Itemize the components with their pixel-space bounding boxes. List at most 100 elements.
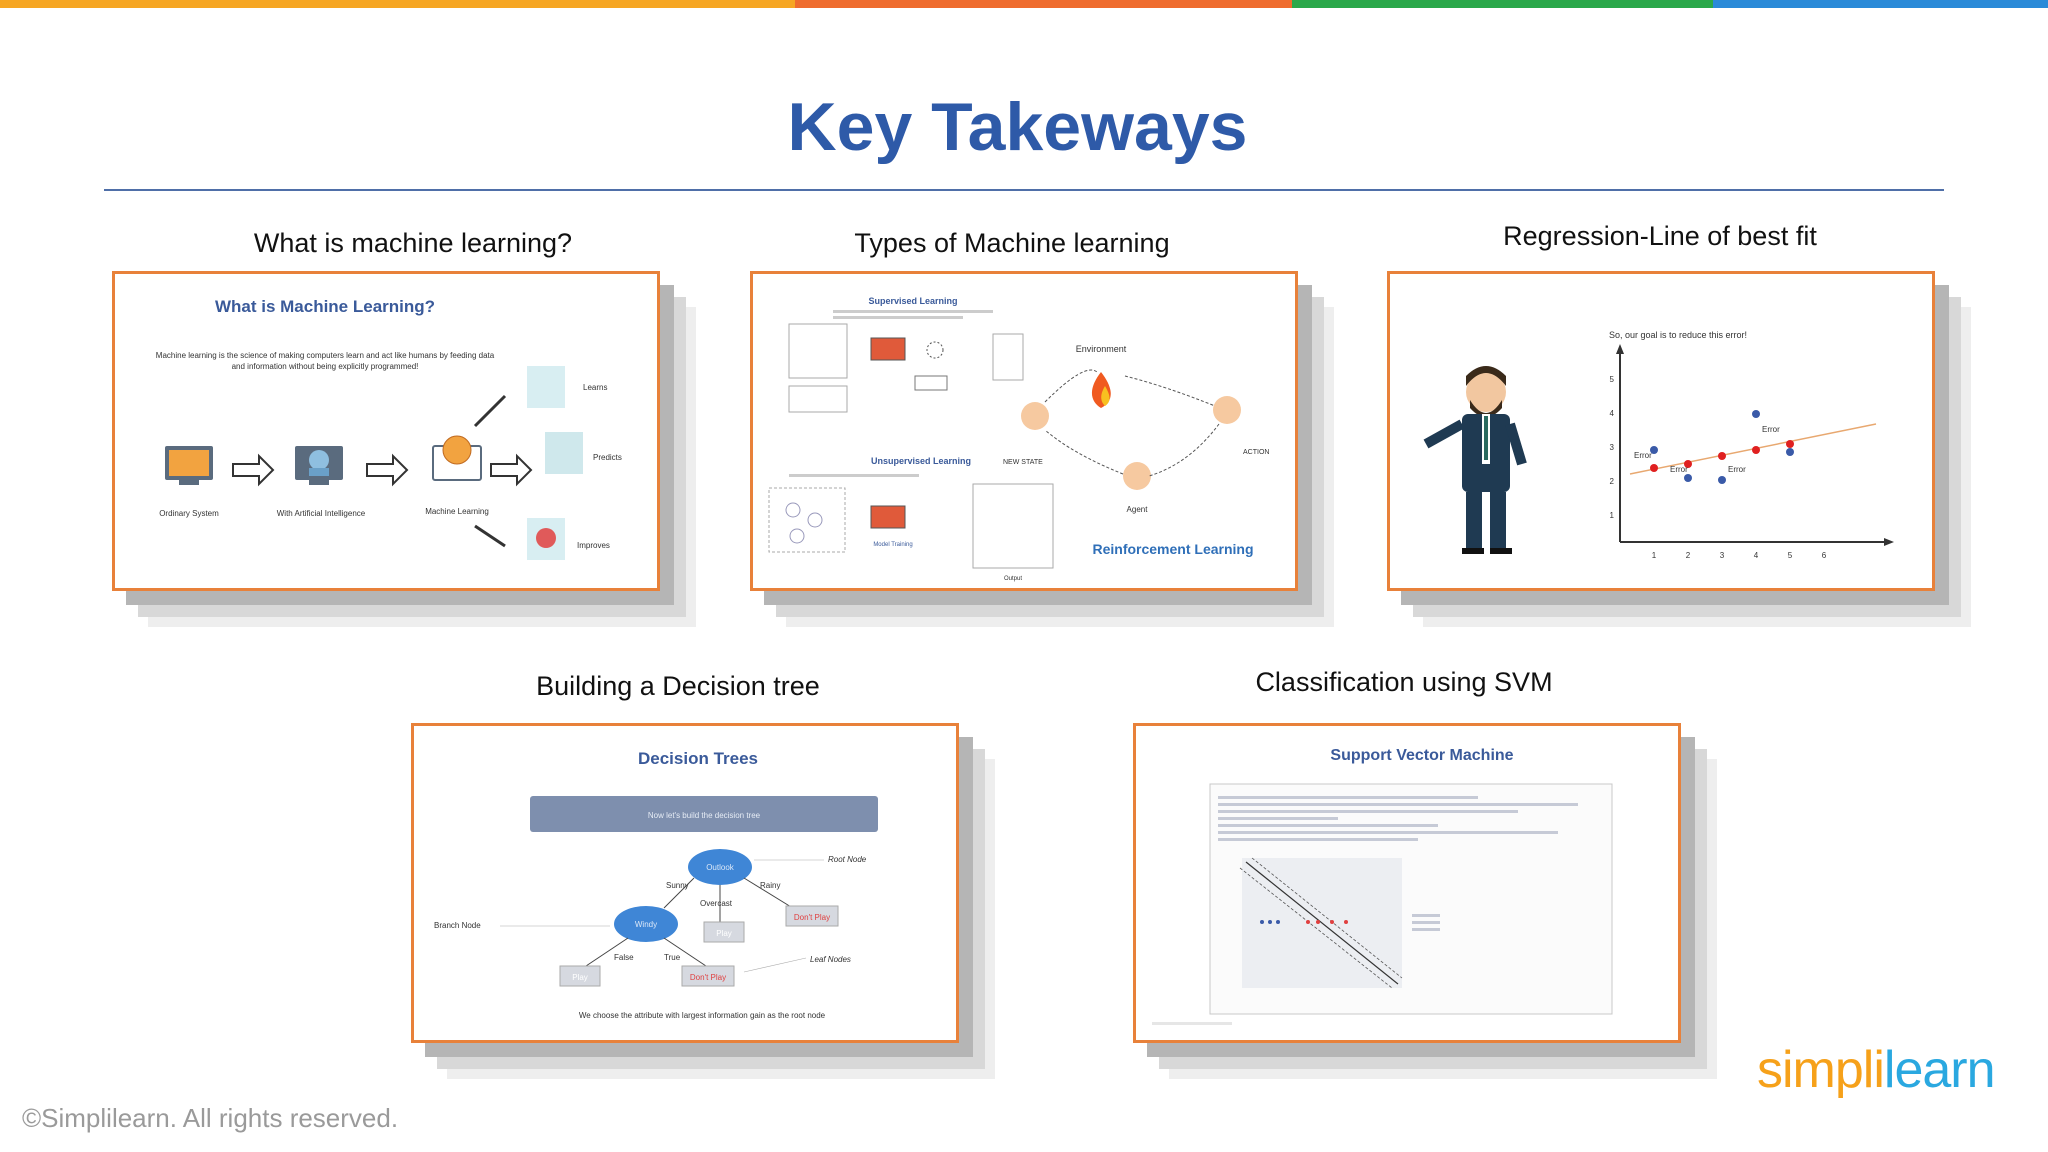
output-box [972, 483, 1054, 569]
svg-text:True: True [664, 953, 681, 962]
svg-text:Sunny: Sunny [666, 881, 689, 890]
dont-play-leaf [681, 965, 735, 987]
top-bar-segment-blue [1713, 0, 2048, 8]
svg-text:5: 5 [1610, 375, 1615, 384]
leaf-nodes-label: Leaf Nodes [810, 955, 851, 964]
outcome-predicts: Predicts [593, 453, 622, 462]
svg-text:Don't Play: Don't Play [794, 913, 830, 922]
logo-part-learn: learn [1883, 1041, 1996, 1099]
simplilearn-logo: simplilearn [1757, 1040, 1996, 1100]
error-label: Error [1762, 425, 1780, 434]
outcome-improves: Improves [577, 541, 610, 550]
laptop-icon [870, 505, 906, 529]
error-label: Error [1634, 451, 1652, 460]
unlabeled-data-box [768, 487, 846, 553]
arrow-icon [232, 453, 275, 487]
page-title: Key Takeways [787, 89, 1248, 165]
action-label: ACTION [1243, 449, 1269, 456]
decision-tree-heading: Decision Trees [638, 749, 758, 768]
outcome-learns: Learns [583, 383, 607, 392]
margin-line [1251, 857, 1403, 979]
ml-slide-desc-2: and information without being explicitly… [232, 362, 419, 371]
ml-slide-illustration: What is Machine Learning? Machine learni… [156, 297, 622, 560]
step-ml: Machine Learning [425, 507, 489, 516]
decision-tree-caption: We choose the attribute with largest inf… [579, 1011, 826, 1020]
model-training-label: Model Training [873, 542, 912, 548]
brain-icon [432, 435, 482, 481]
svg-text:Don't Play: Don't Play [690, 973, 726, 982]
y-ticks: 1 2 3 4 5 [1610, 375, 1615, 520]
svg-text:Outlook: Outlook [706, 863, 735, 872]
play-leaf [703, 921, 745, 943]
svm-heading: Support Vector Machine [1330, 747, 1513, 764]
ai-robot-icon [295, 446, 343, 485]
svg-text:1: 1 [1610, 511, 1615, 520]
step-ordinary: Ordinary System [159, 509, 219, 518]
logo-part-i: i [1873, 1041, 1885, 1099]
slide-thumbnail-types[interactable]: Supervised Learning Environment ACTION N… [750, 271, 1298, 591]
regression-caption: So, our goal is to reduce this error! [1609, 330, 1747, 340]
branch-node-label: Branch Node [434, 921, 481, 930]
predicts-icon [545, 432, 583, 474]
baby-icon [1021, 402, 1049, 430]
slide-thumbnail-ml[interactable]: What is Machine Learning? Machine learni… [112, 271, 660, 591]
banner [530, 796, 878, 832]
output-label: Output [1004, 576, 1022, 582]
svg-text:2: 2 [1610, 477, 1615, 486]
supervised-heading: Supervised Learning [868, 296, 957, 306]
svg-text:3: 3 [1610, 443, 1615, 452]
arrow-icon [490, 453, 533, 487]
windy-node [614, 906, 678, 942]
error-label: Error [1728, 465, 1746, 474]
labeled-data-box [788, 323, 848, 379]
environment-label: Environment [1076, 344, 1127, 354]
slide-thumbnail-regression[interactable]: So, our goal is to reduce this error! 1 … [1387, 271, 1935, 591]
top-bar-segment-green [1292, 0, 1713, 8]
logo-part-simpl: simpl [1757, 1041, 1874, 1099]
ordinary-system-icon [165, 446, 213, 485]
decision-tree-slide-illustration: Decision Trees Now let's build the decis… [434, 749, 878, 1020]
banner-text: Now let's build the decision tree [648, 811, 761, 820]
play-leaf [559, 965, 601, 987]
copyright-text: ©Simplilearn. All rights reserved. [22, 1103, 399, 1133]
margin-line [1239, 867, 1393, 989]
reinforcement-heading: Reinforcement Learning [1092, 541, 1253, 557]
unsupervised-heading: Unsupervised Learning [871, 456, 971, 466]
ml-slide-desc-1: Machine learning is the science of makin… [156, 351, 495, 360]
top-bar-segment-orange [0, 0, 795, 8]
svg-text:6: 6 [1822, 551, 1827, 560]
arrow-up-icon [473, 394, 507, 428]
regression-slide-illustration: So, our goal is to reduce this error! 1 … [1423, 330, 1894, 560]
svg-text:Rainy: Rainy [760, 881, 780, 890]
svg-text:3: 3 [1720, 551, 1725, 560]
svg-text:Play: Play [716, 929, 732, 938]
new-state-label: NEW STATE [1003, 459, 1043, 466]
decision-boundary [1245, 861, 1399, 985]
types-slide-illustration: Supervised Learning Environment ACTION N… [768, 296, 1269, 582]
section-label-regression: Regression-Line of best fit [1503, 221, 1817, 251]
svg-text:5: 5 [1788, 551, 1793, 560]
learns-icon [527, 366, 565, 408]
slide-thumbnail-decision-tree[interactable]: Decision Trees Now let's build the decis… [411, 723, 959, 1043]
svg-text:Overcast: Overcast [700, 899, 733, 908]
error-label: Error [1670, 465, 1688, 474]
baby-icon [1213, 396, 1241, 424]
presenter-illustration [1423, 366, 1527, 554]
svg-text:1: 1 [1652, 551, 1657, 560]
laptop-icon [870, 337, 906, 361]
agent-label: Agent [1127, 505, 1149, 514]
top-color-bar [0, 0, 2048, 8]
svg-text:False: False [614, 953, 634, 962]
root-node-label: Root Node [828, 855, 867, 864]
arrow-icon [366, 453, 409, 487]
section-label-types: Types of Machine learning [854, 228, 1170, 258]
section-label-ml: What is machine learning? [253, 228, 573, 258]
slide-thumbnail-svm[interactable]: Support Vector Machine [1133, 723, 1681, 1043]
data-points [1650, 410, 1794, 484]
svg-text:Play: Play [572, 973, 588, 982]
section-label-svm: Classification using SVM [1255, 667, 1553, 697]
svm-slide-illustration: Support Vector Machine [1152, 747, 1613, 1025]
x-ticks: 1 2 3 4 5 6 [1652, 551, 1827, 560]
outlook-node [688, 849, 752, 885]
dont-play-leaf [785, 905, 839, 927]
